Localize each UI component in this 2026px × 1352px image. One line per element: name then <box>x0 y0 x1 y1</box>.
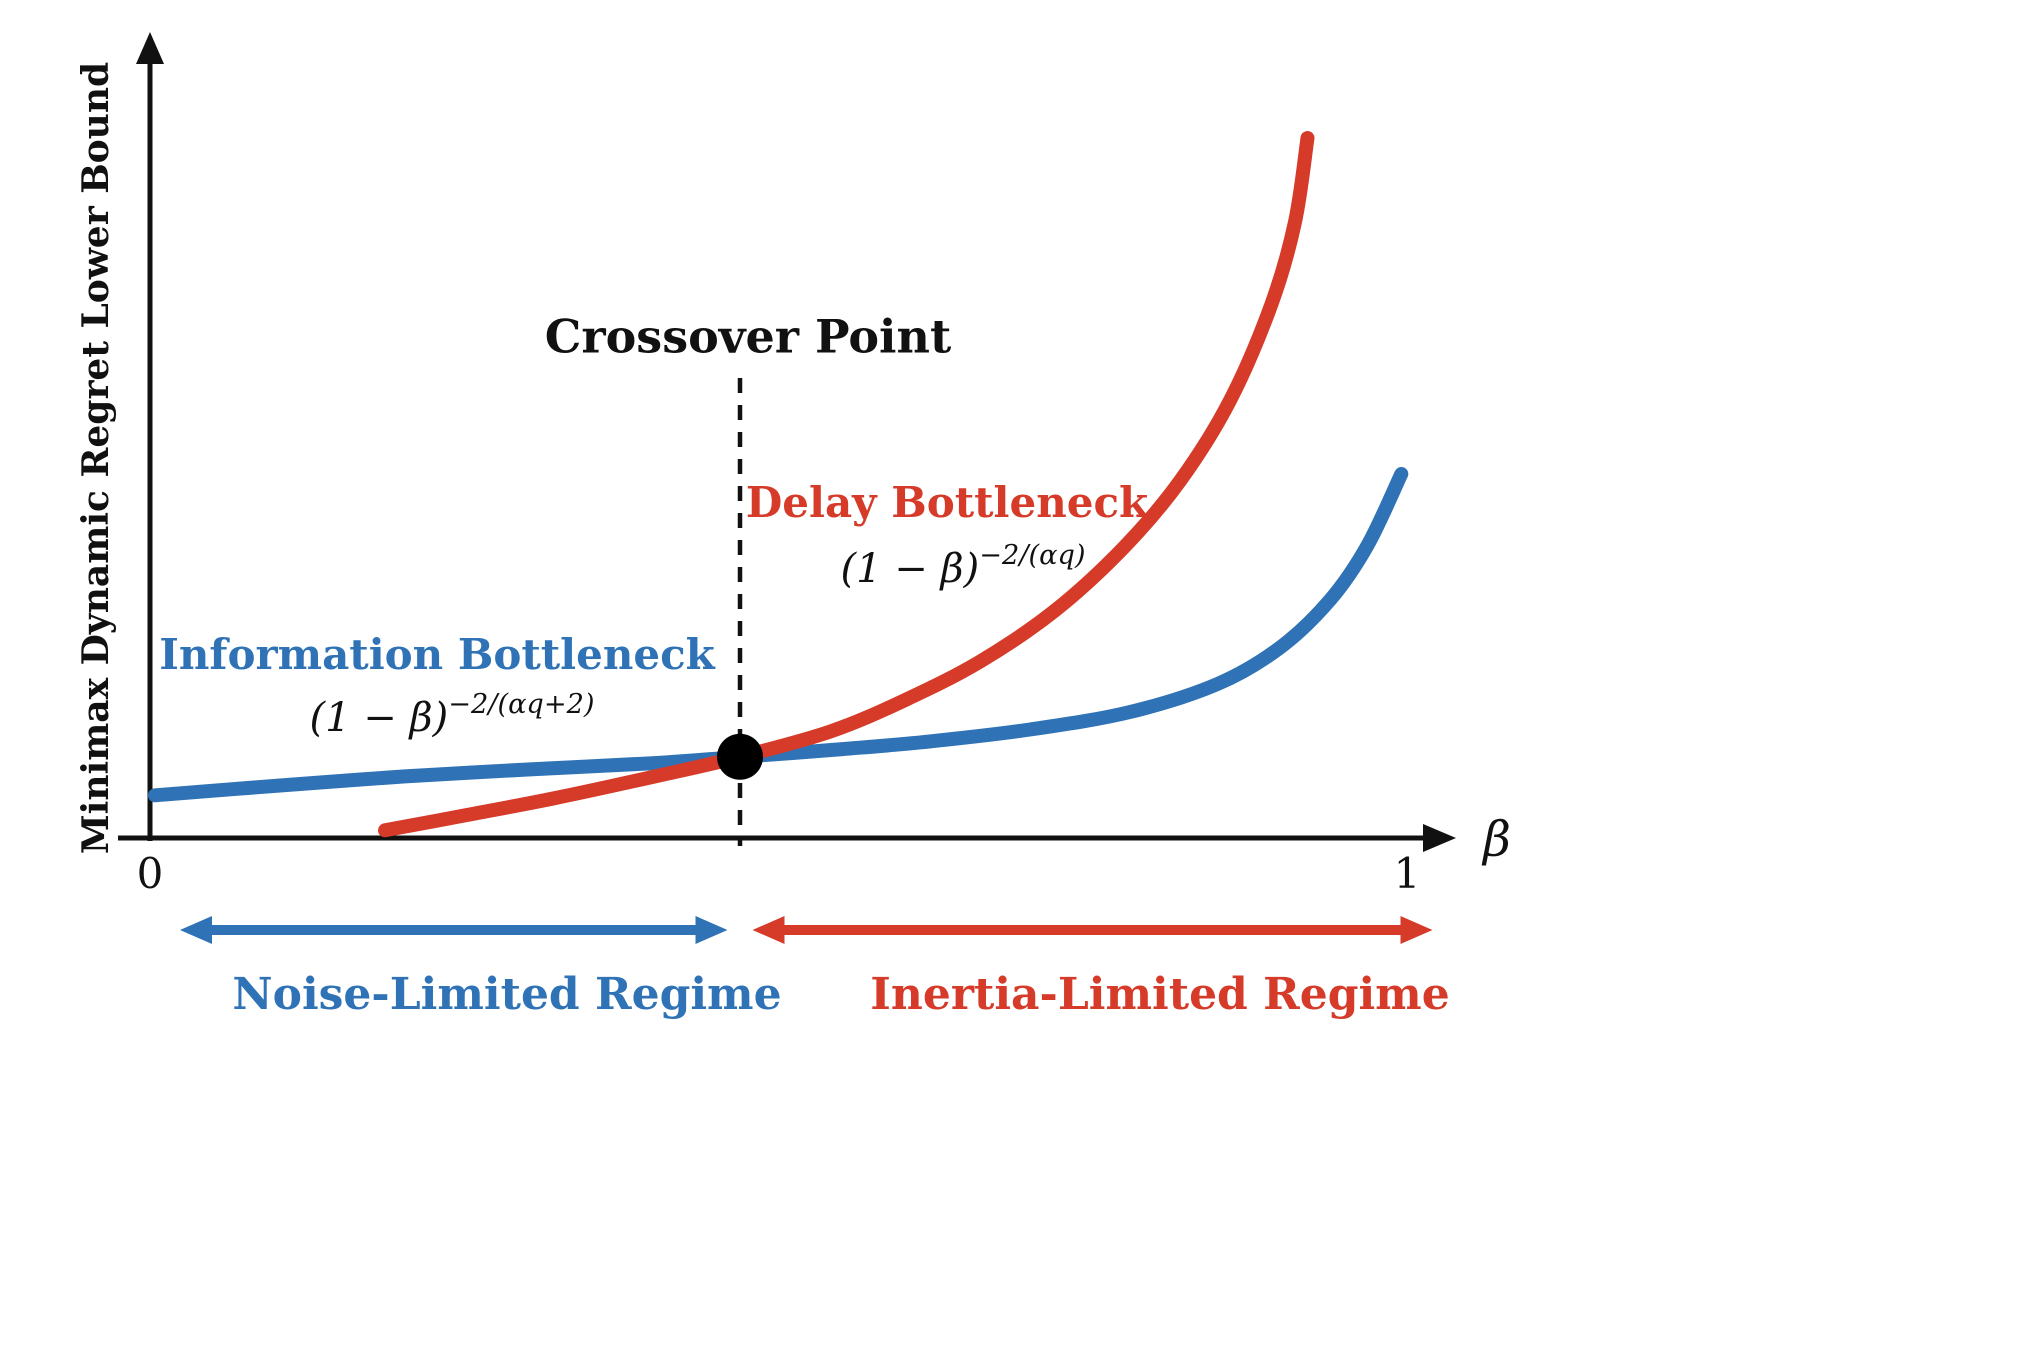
crossover-point-label: Crossover Point <box>544 309 952 364</box>
x-tick-0: 0 <box>136 848 164 898</box>
delay-bottleneck-formula: (1 − β)−2/(αq) <box>841 541 1086 591</box>
regime-arrowhead-left-0 <box>180 916 212 944</box>
regime-arrowhead-right-0 <box>695 916 728 944</box>
delay-formula-base: (1 − β) <box>840 545 980 592</box>
crossover-dot <box>717 733 763 780</box>
delay-formula-exponent: −2/(αq) <box>979 540 1086 572</box>
x-tick-1: 1 <box>1393 848 1421 898</box>
y-axis-label: Minimax Dynamic Regret Lower Bound <box>75 61 118 855</box>
info-bottleneck-formula: (1 − β)−2/(αq+2) <box>309 690 594 740</box>
regime-arrowhead-right-1 <box>1400 916 1433 944</box>
regime-arrows <box>180 916 1433 944</box>
x-axis-label: β <box>1483 811 1511 868</box>
noise-regime-label: Noise-Limited Regime <box>232 968 782 1020</box>
info-formula-exponent: −2/(αq+2) <box>448 689 595 721</box>
info-bottleneck-label: Information Bottleneck <box>159 629 715 679</box>
regime-arrowhead-left-1 <box>752 916 785 944</box>
x-axis <box>118 824 1456 852</box>
x-axis-arrowhead <box>1423 824 1456 852</box>
info-formula-base: (1 − β) <box>309 694 449 741</box>
delay-bottleneck-curve <box>378 131 1315 838</box>
y-axis <box>136 32 164 841</box>
y-axis-arrowhead <box>136 32 164 64</box>
delay-bottleneck-label: Delay Bottleneck <box>745 477 1149 527</box>
inertia-regime-label: Inertia-Limited Regime <box>870 968 1450 1020</box>
info-bottleneck-curve <box>148 467 1409 803</box>
